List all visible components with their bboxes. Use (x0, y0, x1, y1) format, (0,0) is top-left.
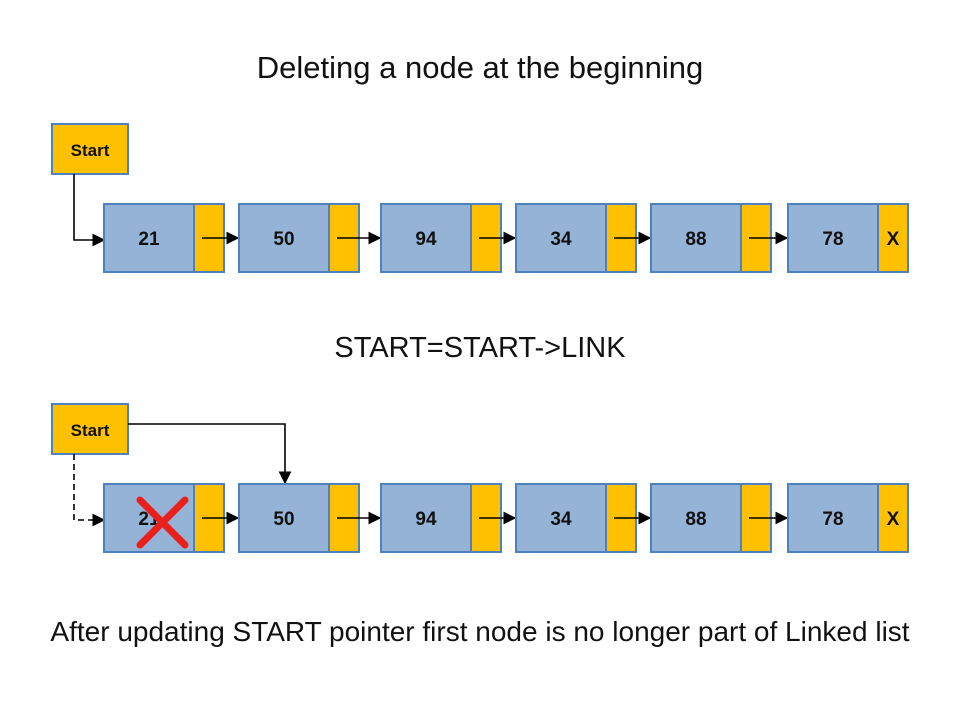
node-value: 78 (822, 509, 843, 530)
list-node: 50 (238, 483, 360, 553)
list-node: 88 (650, 203, 772, 273)
node-data-field (103, 203, 195, 273)
node-value: 78 (822, 229, 843, 250)
node-value: 34 (550, 229, 572, 250)
delete-mark-icon (136, 496, 189, 549)
node-value: 34 (550, 509, 572, 530)
list-node: 78 X (787, 203, 909, 273)
start-pointer-before: Start (51, 123, 129, 175)
list-node: 50 (238, 203, 360, 273)
start-pointer-after: Start (51, 403, 129, 455)
node-value: 21 (138, 229, 160, 250)
node-data-field (380, 203, 472, 273)
diagram-title: Deleting a node at the beginning (256, 50, 704, 85)
node-link-field (877, 203, 909, 273)
node-data-field (238, 483, 330, 553)
node-data-field (515, 483, 607, 553)
operation-label: START=START->LINK (334, 332, 626, 364)
linked-list-before: 21 50 94 34 88 78 X (103, 203, 909, 273)
node-value: 88 (685, 229, 706, 250)
list-node: 34 (515, 483, 637, 553)
node-value: 50 (273, 229, 294, 250)
new-start-arrow (128, 423, 292, 485)
node-data-field (380, 483, 472, 553)
old-start-arrow-dashed (73, 454, 106, 527)
list-node: 88 (650, 483, 772, 553)
node-data-field (515, 203, 607, 273)
node-value: 88 (685, 509, 706, 530)
node-data-field (650, 483, 742, 553)
node-value: 94 (415, 229, 437, 250)
start-arrow-before (73, 174, 106, 247)
node-data-field (650, 203, 742, 273)
null-marker: X (887, 229, 900, 250)
list-node: 78 X (787, 483, 909, 553)
node-value: 50 (273, 509, 294, 530)
list-node: 94 (380, 203, 502, 273)
node-link-field (877, 483, 909, 553)
start-label: Start (71, 421, 110, 440)
start-label: Start (71, 141, 110, 160)
caption: After updating START pointer first node … (50, 616, 910, 647)
null-marker: X (887, 509, 900, 530)
node-data-field (787, 483, 879, 553)
node-value: 94 (415, 509, 437, 530)
list-node: 94 (380, 483, 502, 553)
